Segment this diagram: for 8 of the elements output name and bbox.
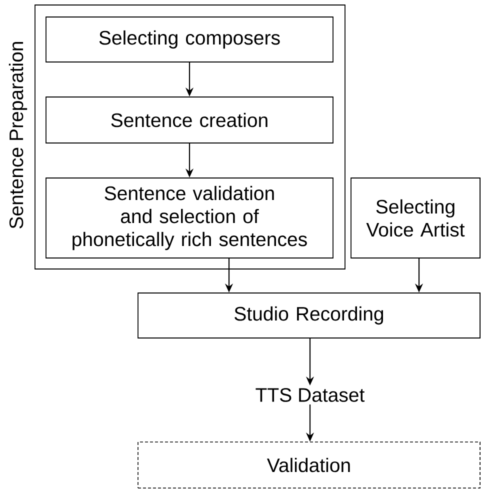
process-box: Selecting Voice Artist [350, 178, 480, 258]
process-box: Studio Recording [138, 292, 480, 338]
process-box: Sentence creation [46, 96, 334, 144]
process-box: Validation [138, 442, 480, 488]
process-box: Sentence validation and selection of phonetically rich sentences [46, 178, 334, 258]
group-heading: Sentence Preparation [8, 42, 28, 228]
output-label: TTS Dataset [256, 388, 365, 402]
process-box: Selecting composers [46, 16, 334, 62]
